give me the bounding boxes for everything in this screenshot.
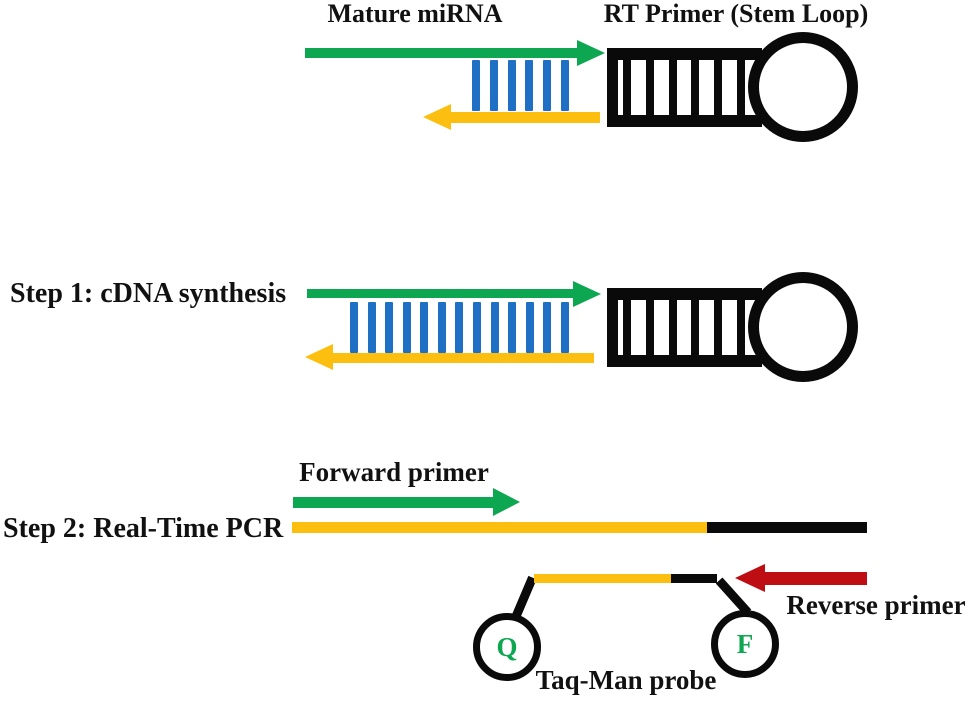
- base-pair-bond-bar: [543, 302, 552, 353]
- rt-primer-arrowhead-icon: [423, 104, 451, 130]
- mature-mirna-strand: [305, 48, 577, 58]
- mirna-arrowhead-icon: [577, 40, 605, 66]
- stem-rung-bar: [668, 60, 677, 115]
- fluorophore-letter: F: [736, 628, 754, 659]
- cdna-strand: [333, 353, 594, 363]
- base-pair-bond-bar: [455, 302, 464, 353]
- loop-circle: [748, 272, 858, 382]
- stem-rungs: [623, 300, 745, 355]
- stem-rung-bar: [714, 60, 723, 115]
- probe-black-segment: [671, 574, 717, 583]
- stem-top-strand: [607, 288, 762, 300]
- base-pair-bond-bar: [560, 60, 569, 111]
- stem-bottom-strand: [607, 355, 762, 367]
- step2-label: Step 2: Real-Time PCR: [3, 513, 284, 544]
- quencher-circle: Q: [473, 613, 541, 681]
- forward-primer-arrow: [293, 497, 493, 508]
- base-pair-bond-bar: [472, 60, 480, 111]
- template-strand-cdna-segment: [292, 522, 707, 533]
- stem-rung-bar: [645, 300, 654, 355]
- taqman-probe-label: Taq-Man probe: [535, 665, 717, 695]
- forward-primer-arrowhead-icon: [493, 488, 520, 516]
- base-pair-bond-bar: [525, 302, 534, 353]
- reverse-primer-arrowhead-icon: [735, 564, 765, 592]
- base-pair-bond-bar: [543, 60, 552, 111]
- mature-mirna-label: Mature miRNA: [327, 0, 503, 28]
- stem-loop-structure: [607, 272, 858, 382]
- stem-rung-bar: [623, 60, 631, 115]
- probe-yellow-segment: [534, 574, 671, 583]
- base-pair-bond-bar: [437, 302, 446, 353]
- base-pair-bond-bar: [489, 60, 498, 111]
- quencher-letter: Q: [496, 631, 518, 662]
- stem-rung-bar: [623, 300, 631, 355]
- rt-primer-strand: [451, 112, 600, 123]
- stem-rung-bar: [668, 300, 677, 355]
- base-pair-bond-bar: [508, 302, 517, 353]
- fluorophore-circle: F: [711, 610, 779, 678]
- stem-rung-bar: [691, 300, 700, 355]
- stem-bottom-strand: [607, 115, 762, 127]
- stem-rung-bar: [714, 300, 723, 355]
- base-pair-bond-bar: [420, 302, 429, 353]
- reverse-primer-label: Reverse primer: [786, 590, 966, 620]
- step1-mirna-strand: [307, 289, 573, 298]
- template-strand-stemloop-segment: [707, 522, 867, 533]
- stem-rung-bar: [645, 60, 654, 115]
- step1-mirna-arrowhead-icon: [573, 281, 601, 307]
- stem-rung-bar: [736, 300, 745, 355]
- base-pair-bond-bar: [525, 60, 534, 111]
- rt-primer-stem-loop-label: RT Primer (Stem Loop): [603, 0, 869, 28]
- step1-hybridization-bonds: [350, 302, 569, 353]
- stem-left-cap: [607, 288, 618, 367]
- quencher-arm: [512, 575, 537, 618]
- stem-left-cap: [607, 48, 618, 127]
- base-pair-bond-bar: [402, 302, 411, 353]
- stem-rungs: [623, 60, 745, 115]
- forward-primer-label: Forward primer: [299, 457, 489, 487]
- cdna-arrowhead-icon: [305, 344, 333, 370]
- base-pair-bond-bar: [490, 302, 499, 353]
- stem-rung-bar: [736, 60, 745, 115]
- step1-label: Step 1: cDNA synthesis: [10, 278, 287, 309]
- base-pair-bond-bar: [560, 302, 569, 353]
- loop-circle: [748, 32, 858, 142]
- hybridization-bonds: [472, 60, 569, 111]
- base-pair-bond-bar: [385, 302, 394, 353]
- reverse-primer-arrow: [763, 572, 867, 585]
- stem-loop-structure: [607, 32, 858, 142]
- base-pair-bond-bar: [367, 302, 376, 353]
- stem-top-strand: [607, 48, 762, 60]
- base-pair-bond-bar: [473, 302, 482, 353]
- stem-rung-bar: [691, 60, 700, 115]
- base-pair-bond-bar: [350, 302, 358, 353]
- base-pair-bond-bar: [507, 60, 516, 111]
